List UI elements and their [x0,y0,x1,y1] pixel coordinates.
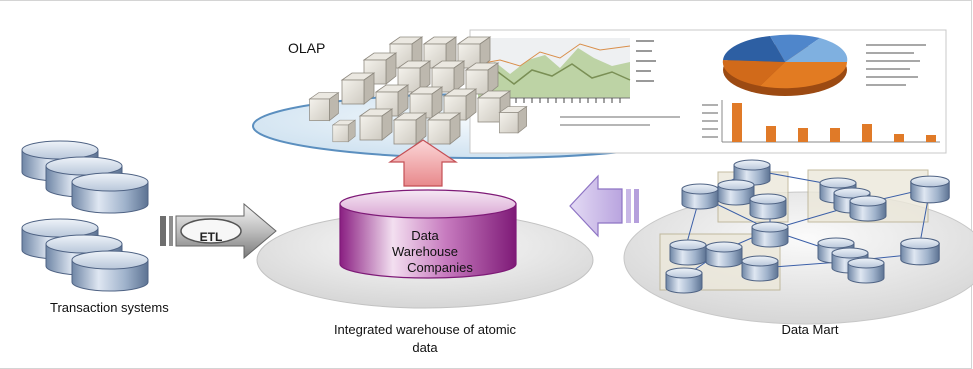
data-mart-label: Data Mart [781,322,839,337]
data-mart-platter [623,191,973,325]
report-line-chart [477,38,656,103]
transaction-systems-label: Transaction systems [50,300,169,315]
warehouse-cylinder [339,189,517,279]
warehouse-caption-line-2: data [412,340,438,355]
disk-stack-icon [21,140,149,292]
left-arrow-icon [569,174,639,238]
warehouse-cylinder-label-1: Data [411,228,439,243]
warehouse-cylinder-label-2: Warehouse [392,244,458,259]
olap-label: OLAP [288,40,326,56]
report-pie-chart [722,34,926,96]
olap-report-panel [469,29,947,154]
right-arrow-icon [160,202,277,260]
report-bar-chart [702,100,940,143]
warehouse-cylinder-label-3: Companies [407,260,473,275]
warehouse-caption-line-1: Integrated warehouse of atomic [333,322,517,337]
etl-label: ETL [199,230,223,244]
up-arrow-icon [388,139,458,187]
